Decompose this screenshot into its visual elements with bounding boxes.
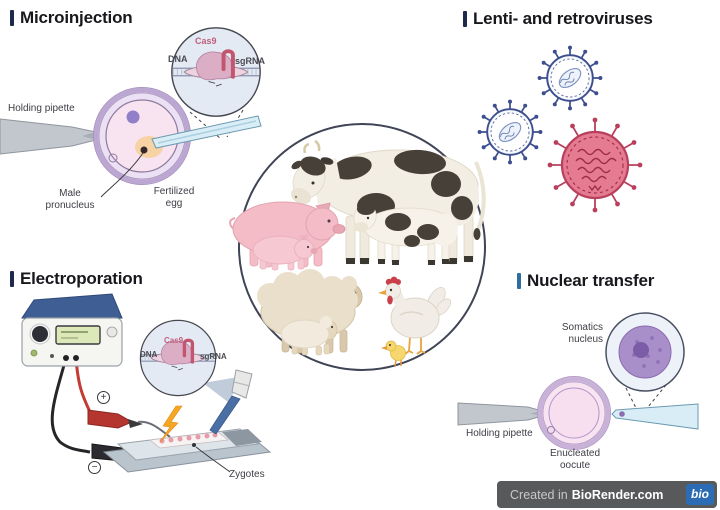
lentivirus-icon [536, 44, 604, 112]
label-cas9: Cas9 [195, 36, 217, 46]
badge-brand: BioRender.com [571, 487, 664, 502]
zygotes-leader [195, 446, 231, 473]
section-title-lenti-retro: Lenti- and retroviruses [463, 9, 653, 29]
label-cas9: Cas9 [164, 336, 184, 345]
title-text: Microinjection [20, 8, 133, 27]
electroporation-illustration [21, 293, 272, 473]
virus-group [476, 44, 643, 213]
holding-pipette-icon [457, 402, 543, 426]
label-male-pronucleus: Male pronucleus [45, 188, 95, 211]
label-holding-pipette: Holding pipette [8, 103, 75, 114]
retrovirus-icon [547, 117, 643, 213]
label-somatics-nucleus: Somatics nucleus [561, 322, 603, 345]
somatic-cell-icon [605, 312, 685, 392]
microinjection-illustration [0, 28, 261, 198]
title-bar-icon [463, 11, 467, 27]
section-title-nuclear-transfer: Nuclear transfer [517, 271, 654, 291]
lentivirus-icon [476, 98, 544, 166]
label-dna: DNA [140, 350, 158, 359]
lamb-icon [280, 316, 338, 356]
negative-wire [50, 357, 91, 454]
title-text: Nuclear transfer [527, 271, 655, 290]
biorender-logo-icon: bio [686, 484, 714, 505]
positive-terminal-icon: + [97, 391, 110, 404]
enucleated-oocyte-icon [537, 376, 611, 450]
micropipette-icon [209, 369, 253, 435]
negative-terminal-icon: − [88, 461, 101, 474]
label-holding-pipette: Holding pipette [466, 428, 533, 439]
title-bar-icon [517, 273, 521, 289]
nuclear-transfer-illustration [457, 312, 699, 450]
male-pronucleus-leader [100, 152, 144, 198]
biorender-badge[interactable]: Created in BioRender.com bio [497, 481, 717, 508]
hen-icon [378, 276, 452, 355]
label-sgrna: sgRNA [235, 56, 266, 66]
title-bar-icon [10, 271, 14, 287]
electroporator-icon [21, 293, 123, 367]
label-fertilized-egg: Fertilized egg [153, 186, 195, 209]
label-enucleated-oocute: Enucleated oocute [549, 448, 601, 471]
transfer-pipette-icon [611, 403, 699, 430]
chick-icon [381, 340, 406, 367]
male-pronucleus-dot [140, 146, 148, 154]
livestock-circle [229, 123, 486, 371]
lcd-screen [55, 325, 101, 345]
title-text: Electroporation [20, 269, 143, 288]
badge-created-in: Created in [510, 487, 568, 502]
electric-pulse-icon [159, 405, 183, 443]
positive-clip-icon [87, 409, 171, 438]
section-title-electroporation: Electroporation [10, 269, 143, 289]
label-zygotes: Zygotes [229, 469, 265, 480]
calf-icon [353, 203, 458, 265]
label-dna: DNA [168, 54, 188, 64]
label-sgrna: sgRNA [200, 352, 227, 361]
electroporation-slide [102, 428, 272, 473]
section-title-microinjection: Microinjection [10, 8, 133, 28]
holding-pipette-icon [0, 118, 97, 155]
piglet-icon [252, 234, 318, 271]
title-bar-icon [10, 10, 14, 26]
title-text: Lenti- and retroviruses [473, 9, 653, 28]
